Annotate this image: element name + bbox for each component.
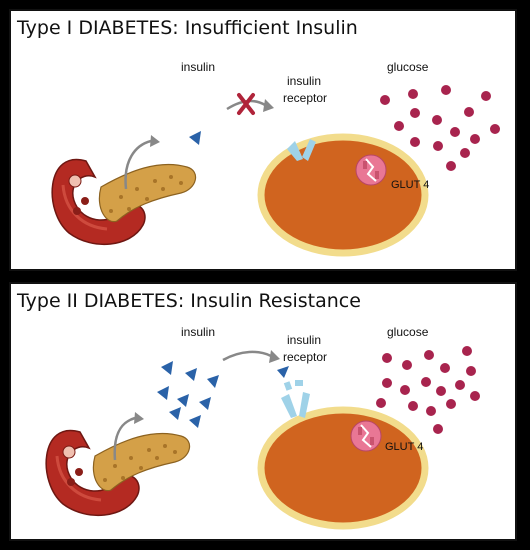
cell-icon <box>257 406 429 530</box>
glucose-label: glucose <box>387 325 429 339</box>
panel-type1: Type I DIABETES: Insufficient Insulin in… <box>9 9 517 271</box>
glucose-molecule-icon <box>380 85 500 171</box>
glucose-molecule-icon <box>376 346 480 434</box>
insulin-label: insulin <box>181 60 216 74</box>
pancreas-icon <box>45 429 191 517</box>
panel-title: Type II DIABETES: Insulin Resistance <box>17 290 361 312</box>
cell-icon <box>257 133 429 257</box>
receptor-label-line1: insulin <box>287 74 322 88</box>
insulin-molecule-icon <box>189 131 201 145</box>
insulin-molecule-icon <box>157 361 219 428</box>
glut4-transporter-icon <box>350 420 382 452</box>
panel-type1-illustration <box>51 85 500 257</box>
glucose-label: glucose <box>387 60 429 74</box>
receptor-icon <box>287 139 316 161</box>
receptor-label-line2: receptor <box>283 350 328 364</box>
receptor-label-line2: receptor <box>283 91 328 105</box>
blocked-x-icon <box>237 93 255 115</box>
pancreas-icon <box>51 158 197 246</box>
insulin-molecule-icon <box>277 366 289 378</box>
insulin-label: insulin <box>181 325 216 339</box>
panel-title: Type I DIABETES: Insufficient Insulin <box>17 17 358 39</box>
panel-type2-illustration <box>45 346 480 530</box>
glut4-label: GLUT 4 <box>385 441 424 453</box>
receptor-icon <box>281 380 310 418</box>
panel-type2: Type II DIABETES: Insulin Resistance ins… <box>9 282 517 541</box>
receptor-label-line1: insulin <box>287 333 322 347</box>
glut4-transporter-icon <box>355 154 387 186</box>
glut4-label: GLUT 4 <box>391 179 430 191</box>
